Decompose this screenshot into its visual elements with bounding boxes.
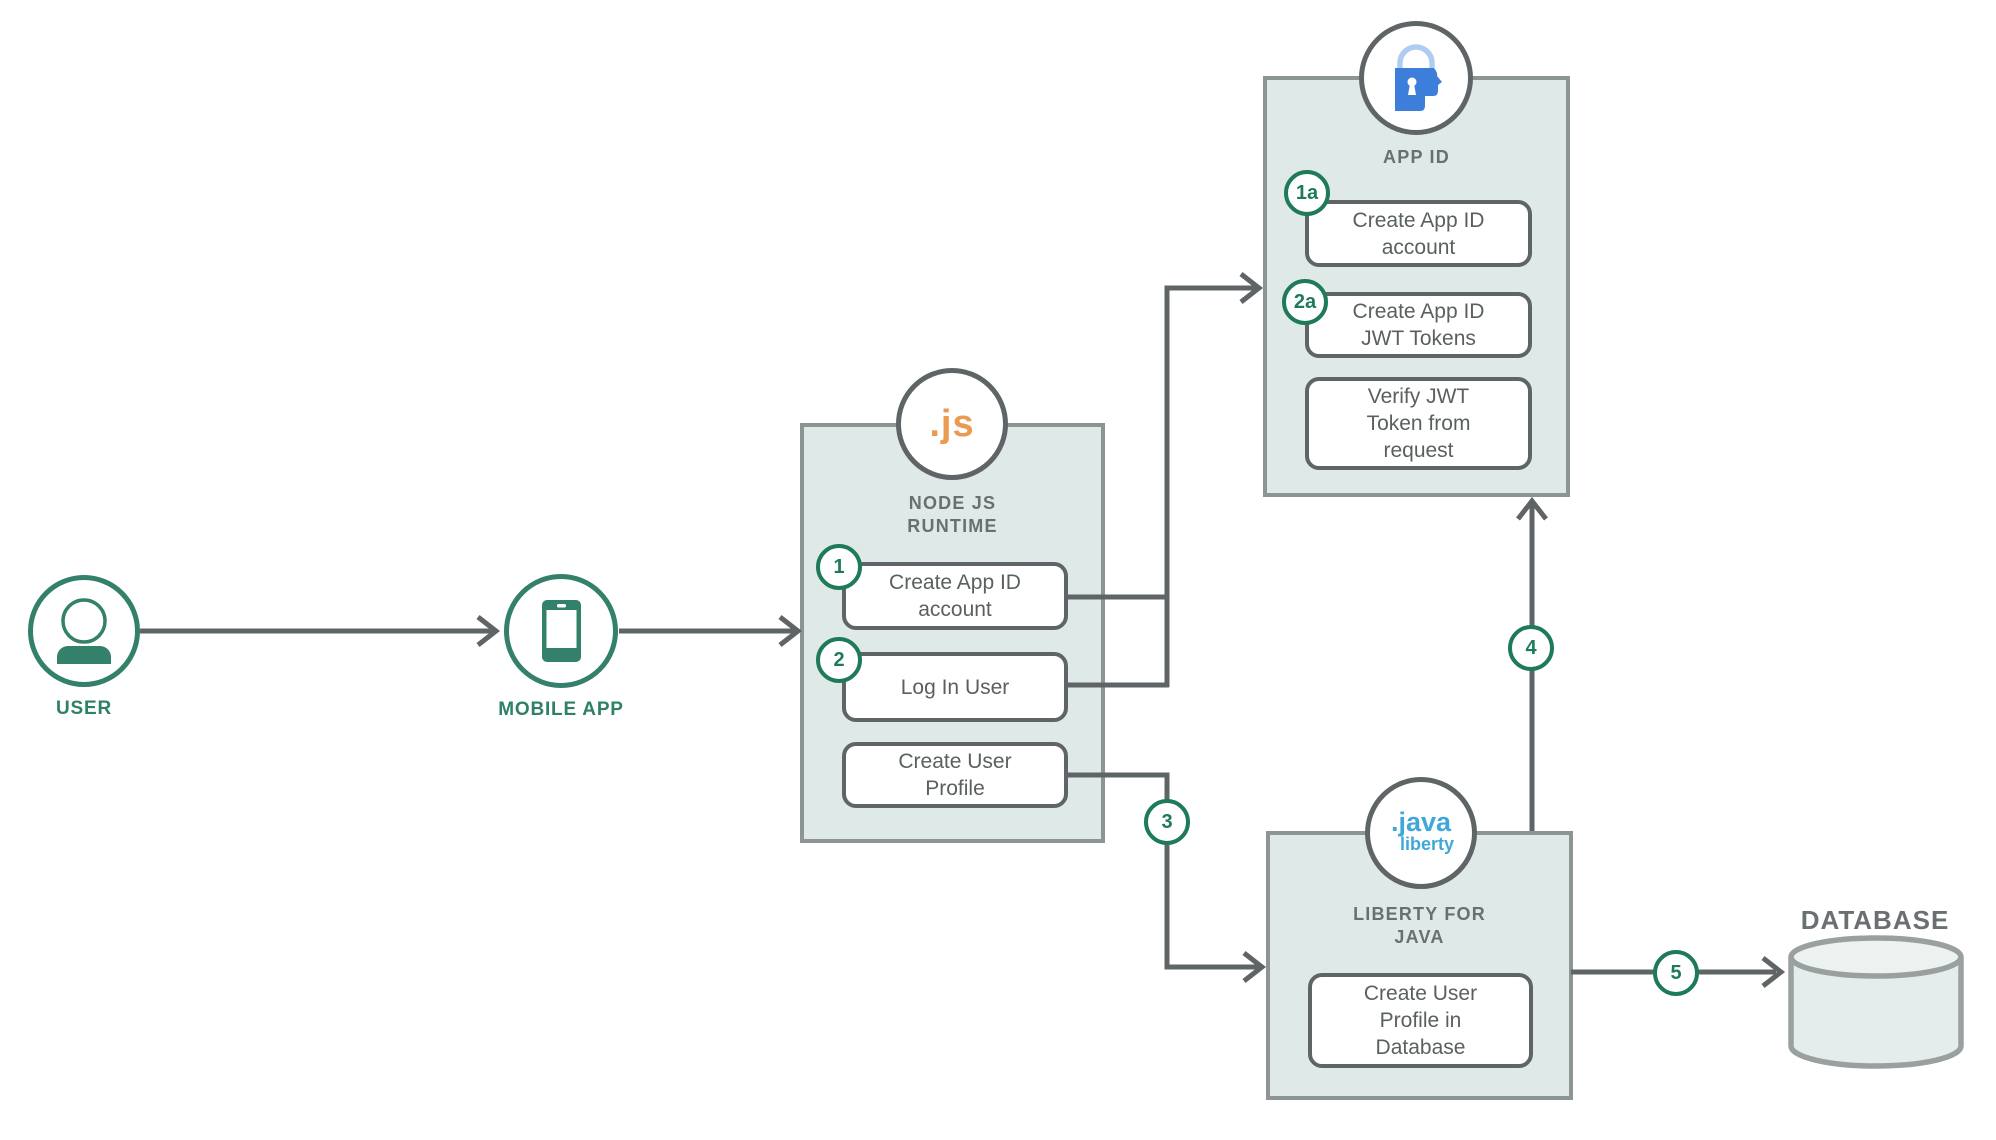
arrowhead-to-liberty — [1242, 951, 1267, 983]
appid-title: APP ID — [1383, 147, 1450, 167]
badge-step-2a: 2a — [1282, 279, 1328, 325]
appid-logo-circle — [1359, 21, 1473, 135]
liberty-logo-text: liberty — [1399, 834, 1455, 854]
database-cylinder-icon — [1788, 935, 1964, 1069]
step-create-user-profile: Create User Profile — [842, 742, 1068, 808]
wire-junction-to-appid — [1164, 285, 1256, 687]
step-appid-verify-jwt: Verify JWT Token from request — [1305, 377, 1532, 470]
arrowhead-to-database — [1761, 956, 1786, 988]
nodejs-title: NODE JS RUNTIME — [800, 492, 1105, 538]
user-label: USER — [56, 698, 112, 719]
nodejs-logo-circle: .js — [896, 368, 1008, 480]
liberty-title-line1: LIBERTY FOR — [1353, 904, 1486, 924]
badge-step-4: 4 — [1508, 625, 1554, 671]
badge-step-1: 1 — [816, 544, 862, 590]
mobile-phone-icon — [542, 600, 581, 662]
arrowhead-user-to-mobile — [476, 615, 501, 647]
nodejs-title-line2: RUNTIME — [907, 516, 998, 536]
nodejs-title-line1: NODE JS — [908, 493, 997, 513]
mobile-app-label: MOBILE APP — [498, 699, 624, 720]
liberty-title: LIBERTY FOR JAVA — [1266, 903, 1573, 949]
step-create-profile-in-db: Create User Profile in Database — [1308, 973, 1533, 1068]
user-node-circle — [28, 575, 140, 687]
step-appid-jwt-tokens: Create App ID JWT Tokens — [1305, 292, 1532, 358]
wire-step3-to-liberty — [1068, 772, 1259, 970]
database-label: DATABASE — [1800, 905, 1950, 935]
arrowhead-to-appid — [1239, 272, 1264, 304]
arrowhead-mobile-to-nodejs — [778, 615, 803, 647]
badge-step-3: 3 — [1144, 799, 1190, 845]
step-appid-create-account: Create App ID account — [1305, 200, 1532, 267]
badge-step-5: 5 — [1653, 950, 1699, 996]
step-create-appid-account: Create App ID account — [842, 562, 1068, 630]
badge-step-1a: 1a — [1284, 170, 1330, 216]
step-login-user: Log In User — [842, 652, 1068, 722]
java-logo-text: .java — [1390, 807, 1452, 837]
user-icon — [57, 598, 111, 664]
mobile-node-circle — [504, 574, 618, 688]
java-liberty-logo-icon: .java liberty — [1388, 807, 1455, 856]
liberty-logo-circle: .java liberty — [1365, 777, 1477, 889]
appid-lock-face-icon — [1395, 44, 1442, 111]
arrowhead-liberty-to-appid — [1516, 496, 1548, 521]
liberty-title-line2: JAVA — [1394, 927, 1445, 947]
badge-step-2: 2 — [816, 637, 862, 683]
nodejs-logo-icon: .js — [929, 402, 975, 445]
